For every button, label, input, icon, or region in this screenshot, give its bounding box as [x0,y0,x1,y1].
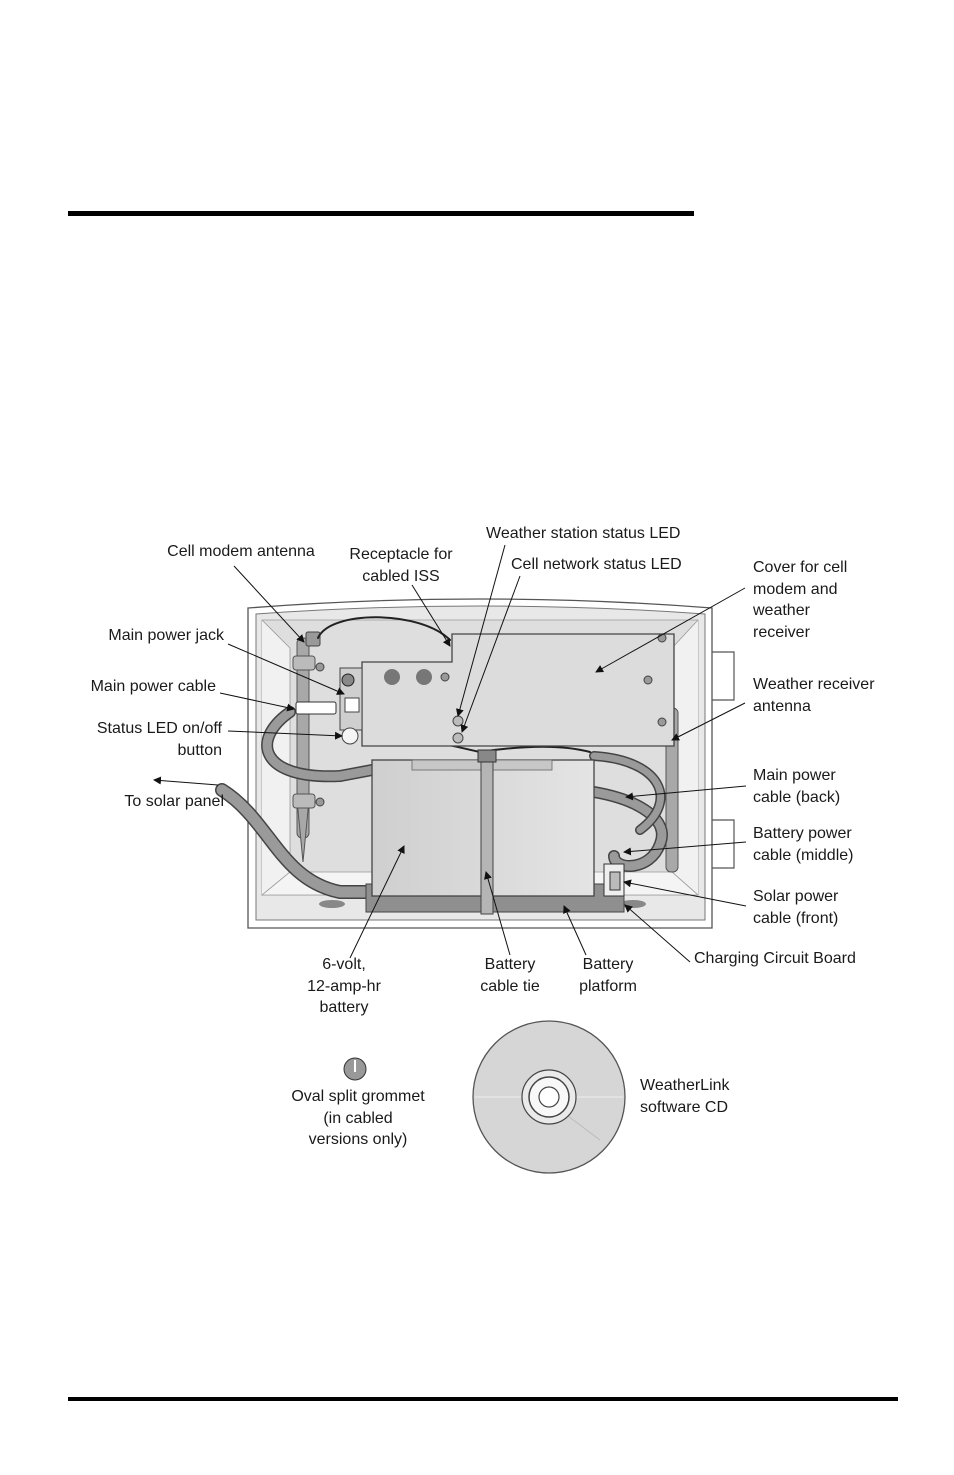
battery [365,749,625,915]
label-battery-cable-tie: Battery cable tie [480,956,540,995]
label-battery-6v: 6-volt, 12-amp-hr battery [307,956,381,1016]
label-cell-modem-antenna: Cell modem antenna [167,543,315,560]
label-charging-circuit-board: Charging Circuit Board [694,950,856,967]
label-solar-power-cable-front: Solar power cable (front) [753,888,839,927]
label-cell-network-status-led: Cell network status LED [511,556,682,573]
label-main-power-cable-back: Main power cable (back) [753,767,841,806]
label-to-solar-panel: To solar panel [124,793,224,810]
label-weather-station-status-led: Weather station status LED [486,525,681,542]
label-battery-power-cable-middle: Battery power cable (middle) [753,825,854,864]
oval-split-grommet [343,1057,367,1081]
label-cover-cell-modem: Cover for cell modem and weather receive… [753,559,848,641]
label-weather-receiver-antenna: Weather receiver antenna [753,676,875,715]
leader-lines [153,544,747,963]
label-battery-platform: Battery platform [579,956,637,995]
label-receptacle-cabled-iss: Receptacle for cabled ISS [349,546,453,585]
label-weatherlink-cd: WeatherLink software CD [640,1077,730,1116]
label-main-power-jack: Main power jack [108,627,224,644]
weatherlink-software-cd [472,1020,626,1174]
label-main-power-cable: Main power cable [90,678,216,695]
label-oval-split-grommet: Oval split grommet (in cabled versions o… [291,1088,425,1148]
charging-circuit-board [603,863,625,897]
modem-cover [295,633,675,747]
bottom-divider-rule [68,1397,898,1401]
label-status-led-button: Status LED on/off button [96,720,222,759]
top-divider-rule [68,211,694,216]
